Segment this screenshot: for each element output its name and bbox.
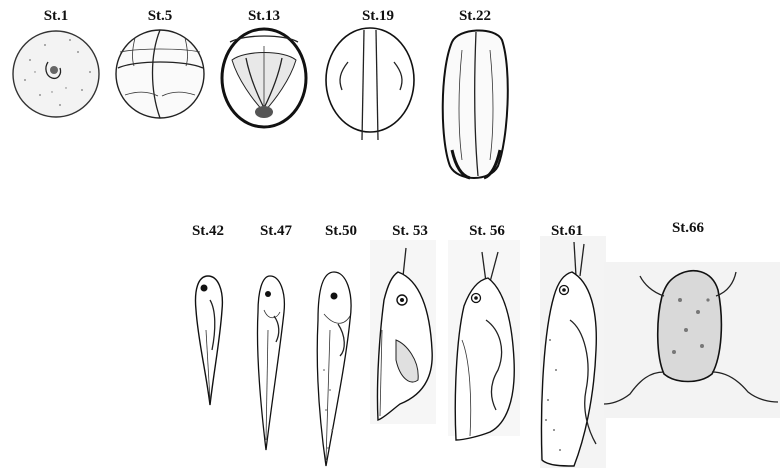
tadpole-stage-53 bbox=[370, 240, 436, 424]
froglet-stage-61 bbox=[540, 236, 606, 468]
tadpole-stage-47 bbox=[257, 276, 284, 450]
embryo-stage-13 bbox=[222, 29, 306, 127]
tadpole-stage-42 bbox=[196, 276, 223, 405]
frog-stage-66 bbox=[604, 262, 780, 418]
tadpole-stage-50 bbox=[317, 272, 351, 466]
egg-stage-5 bbox=[116, 30, 204, 118]
embryo-stage-22 bbox=[443, 30, 508, 178]
tadpole-stage-56 bbox=[448, 240, 520, 440]
embryo-stage-19 bbox=[326, 28, 414, 140]
egg-stage-1 bbox=[13, 31, 99, 117]
